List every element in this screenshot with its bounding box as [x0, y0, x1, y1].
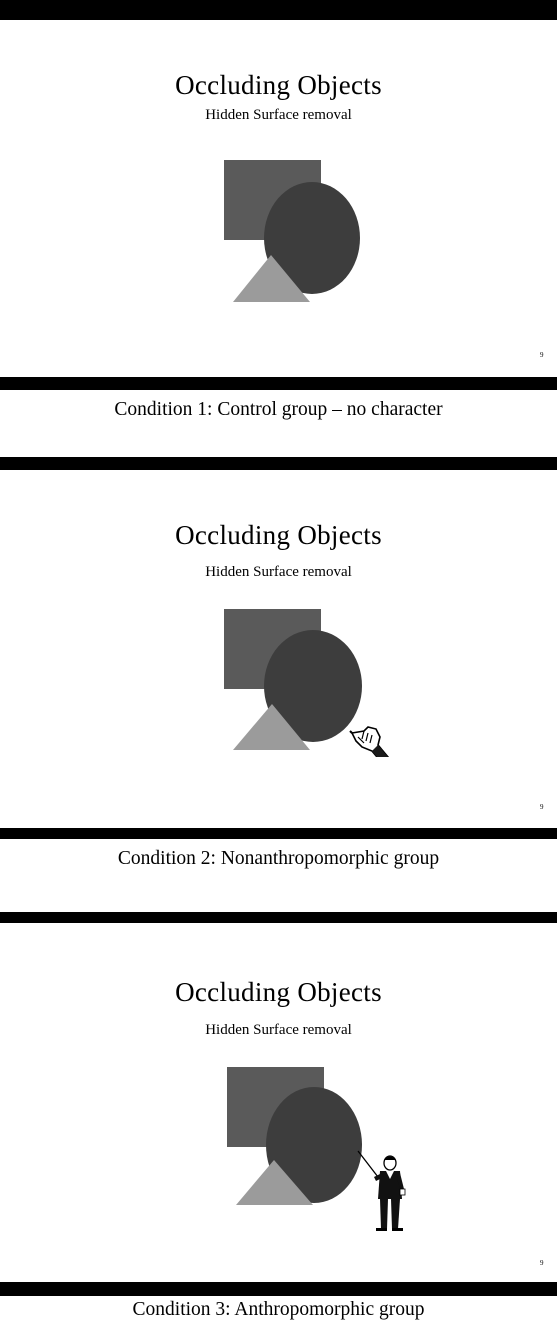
occluding-shapes [0, 607, 557, 757]
figure-caption: Condition 2: Nonanthropomorphic group [117, 848, 440, 869]
slide-subtitle: Hidden Surface removal [205, 1022, 352, 1038]
pointing-man-figure [357, 1150, 406, 1231]
slide-title: Occluding Objects [175, 520, 382, 550]
slide-top-border [0, 912, 557, 923]
slide-bottom-border [0, 828, 557, 839]
circle-shape [264, 630, 362, 742]
pointing-hand-icon [349, 726, 390, 757]
slide-subtitle: Hidden Surface removal [205, 107, 352, 123]
slide-bottom-border [0, 377, 557, 390]
figure-caption: Condition 3: Anthropomorphic group [132, 1299, 425, 1320]
occluding-shapes [0, 1065, 557, 1235]
occluding-shapes [0, 158, 557, 308]
figure-caption: Condition 1: Control group – no characte… [114, 399, 443, 420]
slide-subtitle: Hidden Surface removal [205, 564, 352, 580]
circle-shape [266, 1087, 362, 1203]
slide-bottom-border [0, 1282, 557, 1296]
slide-top-border [0, 457, 557, 470]
slide-title: Occluding Objects [175, 977, 382, 1007]
triangle-shape [233, 704, 310, 750]
circle-shape [264, 182, 360, 294]
slide-top-border [0, 0, 557, 20]
slide-title: Occluding Objects [175, 70, 382, 100]
triangle-shape [233, 255, 310, 302]
page-number: 9 [540, 1259, 544, 1267]
triangle-shape [236, 1160, 313, 1205]
page-number: 9 [540, 351, 544, 359]
page-number: 9 [540, 803, 544, 811]
